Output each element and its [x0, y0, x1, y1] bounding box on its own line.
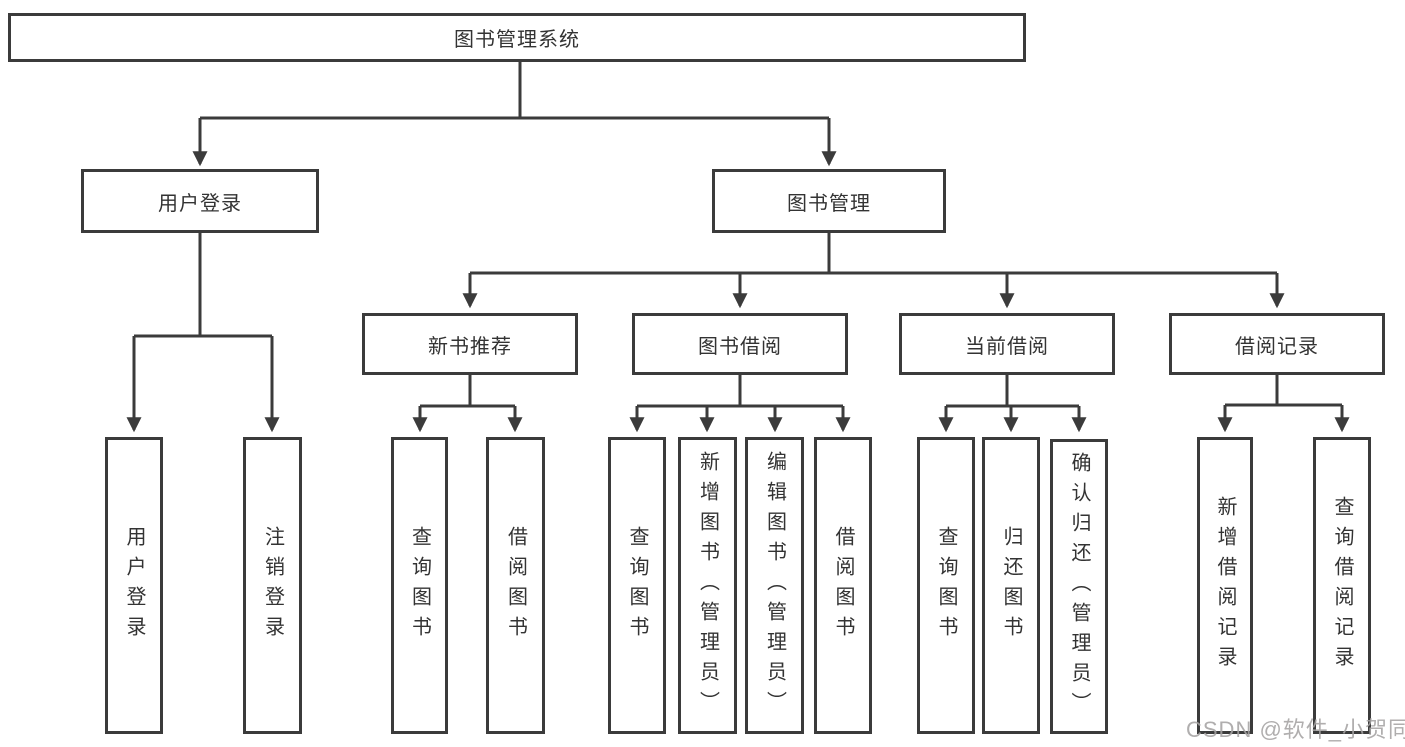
leaf-confirm-return-admin: 确认归还（管理员） [1050, 439, 1108, 734]
leaf-user-login: 用户登录 [105, 437, 163, 734]
node-book-management: 图书管理 [712, 169, 946, 233]
leaf-query-books-current: 查询图书 [917, 437, 975, 734]
leaf-query-books-recommend: 查询图书 [391, 437, 448, 734]
csdn-watermark: CSDN @软件_小贺同学 [1186, 717, 1405, 742]
leaf-edit-book-admin: 编辑图书（管理员） [745, 437, 804, 734]
node-book-borrowing: 图书借阅 [632, 313, 848, 375]
leaf-query-books-borrowing: 查询图书 [608, 437, 666, 734]
leaf-borrow-books: 借阅图书 [814, 437, 872, 734]
leaf-borrow-books-recommend: 借阅图书 [486, 437, 545, 734]
node-user-login: 用户登录 [81, 169, 319, 233]
node-borrowing-records: 借阅记录 [1169, 313, 1385, 375]
leaf-add-borrow-record: 新增借阅记录 [1197, 437, 1253, 734]
leaf-add-book-admin: 新增图书（管理员） [678, 437, 737, 734]
leaf-return-books: 归还图书 [982, 437, 1040, 734]
leaf-query-borrow-record: 查询借阅记录 [1313, 437, 1371, 734]
node-current-borrowing: 当前借阅 [899, 313, 1115, 375]
node-book-management-system: 图书管理系统 [8, 13, 1026, 62]
leaf-logout: 注销登录 [243, 437, 302, 734]
node-new-book-recommendation: 新书推荐 [362, 313, 578, 375]
